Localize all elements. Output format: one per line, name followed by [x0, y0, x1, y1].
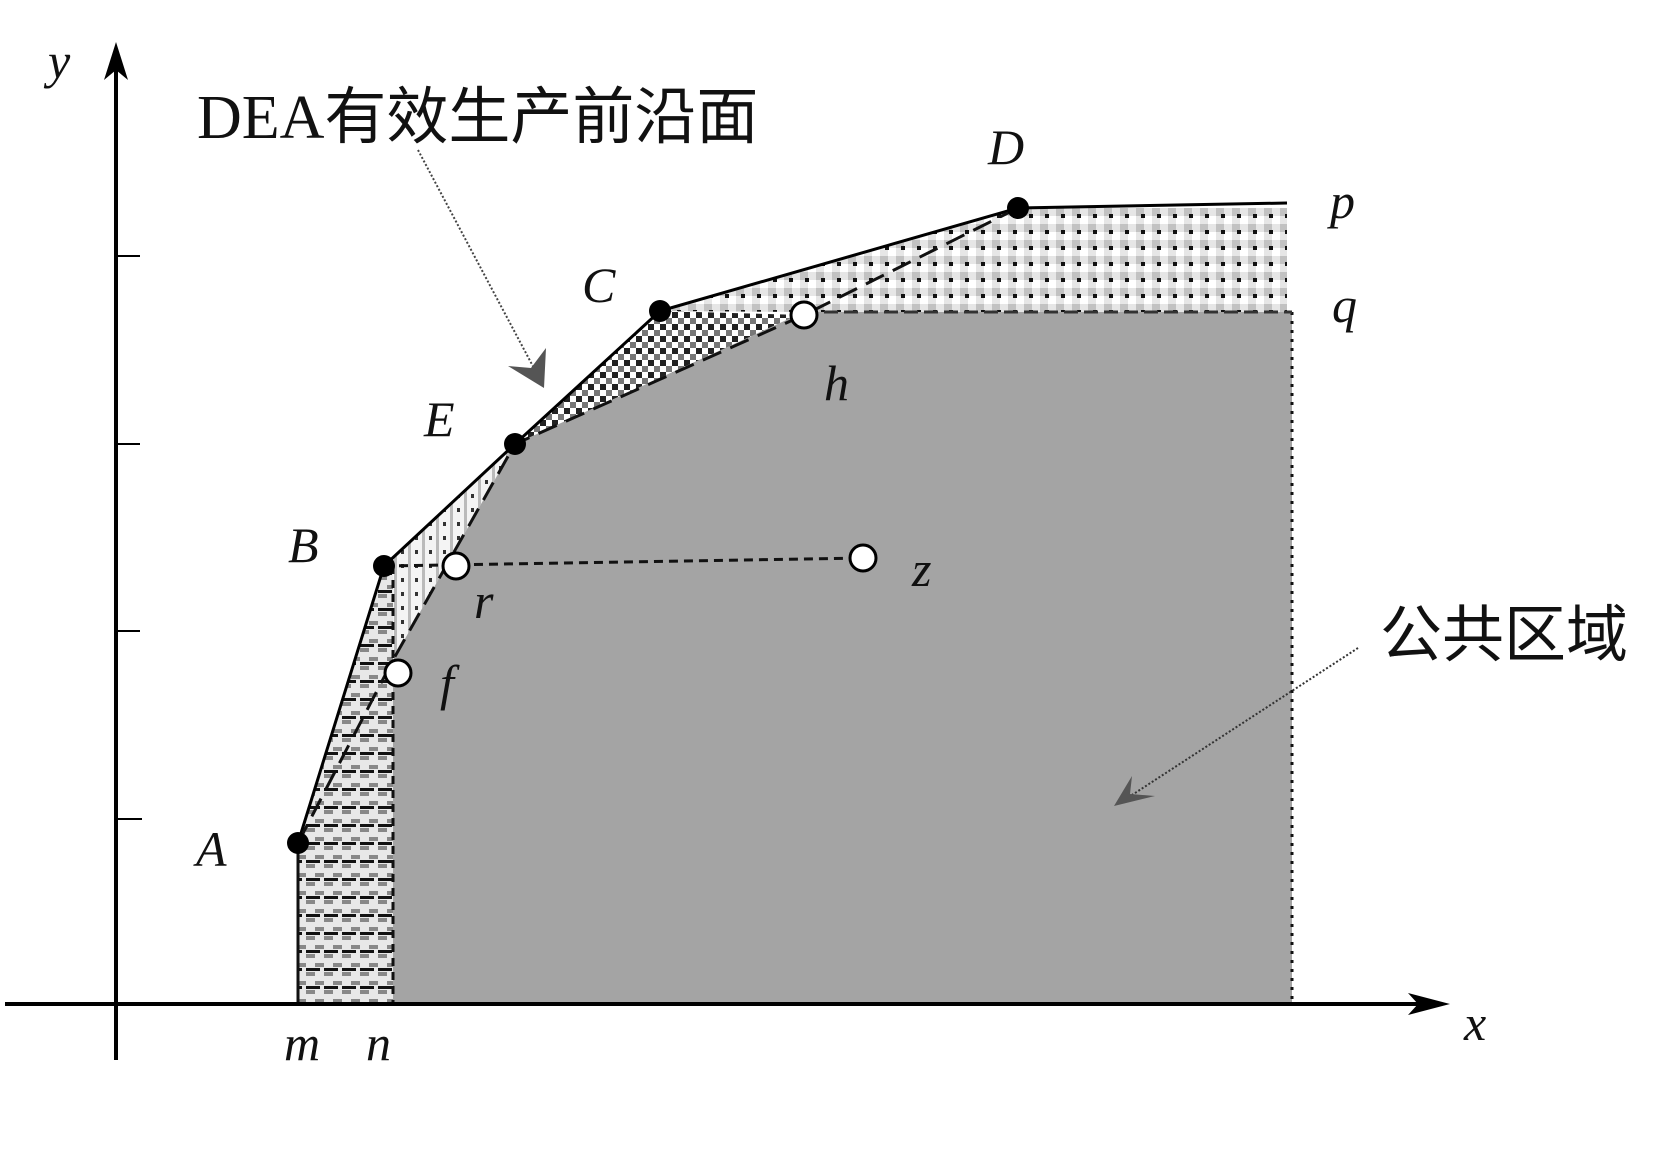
label-r: r — [474, 573, 494, 629]
y-axis-label: y — [43, 33, 71, 89]
label-D: D — [987, 119, 1024, 175]
point-C — [649, 300, 671, 322]
frontier-title: DEA有效生产前沿面 — [197, 84, 758, 152]
common-region-pointer-line — [1131, 647, 1359, 796]
common-region-pointer-arrow-icon — [1114, 776, 1155, 806]
common-region-label: 公共区域 — [1380, 602, 1628, 670]
point-z — [848, 543, 878, 573]
y-axis-arrow-icon — [104, 42, 128, 80]
efficient-points — [287, 197, 1029, 854]
point-B — [373, 555, 395, 577]
y-ticks — [116, 255, 142, 820]
dea-frontier — [296, 201, 1288, 844]
label-m: m — [284, 1015, 320, 1071]
point-E — [504, 433, 526, 455]
region-b-e-hatch — [384, 444, 515, 660]
point-f — [383, 658, 413, 688]
label-h: h — [824, 355, 849, 411]
common-region — [393, 312, 1292, 1002]
x-axis-arrow-icon — [1408, 993, 1450, 1015]
region-c-d-p-hatch — [660, 208, 1287, 312]
point-A — [287, 832, 309, 854]
label-A: A — [193, 821, 227, 877]
point-D — [1007, 197, 1029, 219]
label-z: z — [911, 541, 931, 597]
label-C: C — [582, 257, 616, 313]
title-pointer-line — [417, 149, 537, 373]
label-E: E — [423, 391, 455, 447]
region-a-b-hatch — [298, 566, 393, 1002]
inefficient-points — [383, 300, 878, 688]
x-axis-label: x — [1463, 995, 1486, 1051]
region-e-c-hatch — [515, 311, 804, 444]
point-h — [789, 300, 819, 330]
label-p: p — [1327, 173, 1355, 229]
title-pointer-arrow-icon — [508, 348, 546, 388]
label-B: B — [288, 517, 319, 573]
point-r — [441, 551, 471, 581]
label-q: q — [1332, 277, 1357, 333]
label-n: n — [366, 1015, 391, 1071]
